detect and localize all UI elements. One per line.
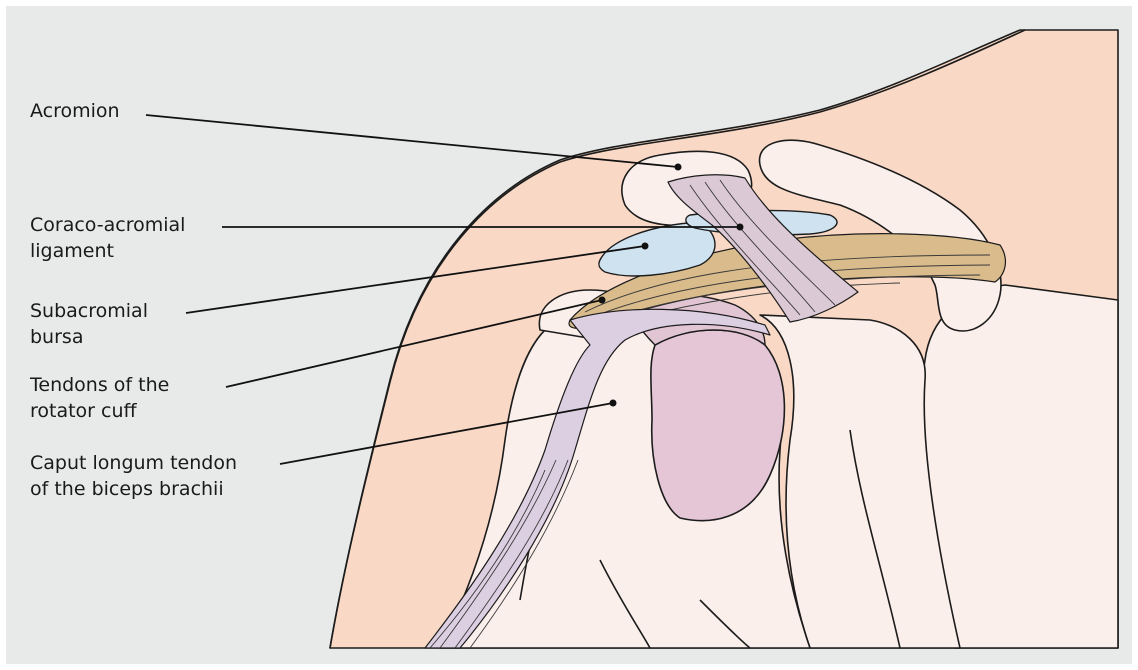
- dot-ligament: [737, 224, 744, 231]
- label-coraco-acromial-ligament: Coraco-acromial ligament: [30, 212, 185, 264]
- dot-biceps: [610, 400, 617, 407]
- scapula: [922, 285, 1118, 648]
- label-biceps-tendon: Caput longum tendon of the biceps brachi…: [30, 450, 237, 502]
- label-rotator-line-1: Tendons of the: [30, 372, 169, 398]
- dot-acromion: [675, 164, 682, 171]
- label-ligament-line-2: ligament: [30, 238, 185, 264]
- dot-bursa: [642, 243, 649, 250]
- label-ligament-line-1: Coraco-acromial: [30, 212, 185, 238]
- label-biceps-line-2: of the biceps brachii: [30, 476, 237, 502]
- label-acromion: Acromion: [30, 98, 120, 124]
- label-biceps-line-1: Caput longum tendon: [30, 450, 237, 476]
- label-bursa-line-1: Subacromial: [30, 298, 148, 324]
- dot-rotator: [599, 297, 606, 304]
- label-bursa-line-2: bursa: [30, 324, 148, 350]
- label-rotator-cuff: Tendons of the rotator cuff: [30, 372, 169, 424]
- label-rotator-line-2: rotator cuff: [30, 398, 169, 424]
- label-subacromial-bursa: Subacromial bursa: [30, 298, 148, 350]
- label-acromion-line-1: Acromion: [30, 98, 120, 124]
